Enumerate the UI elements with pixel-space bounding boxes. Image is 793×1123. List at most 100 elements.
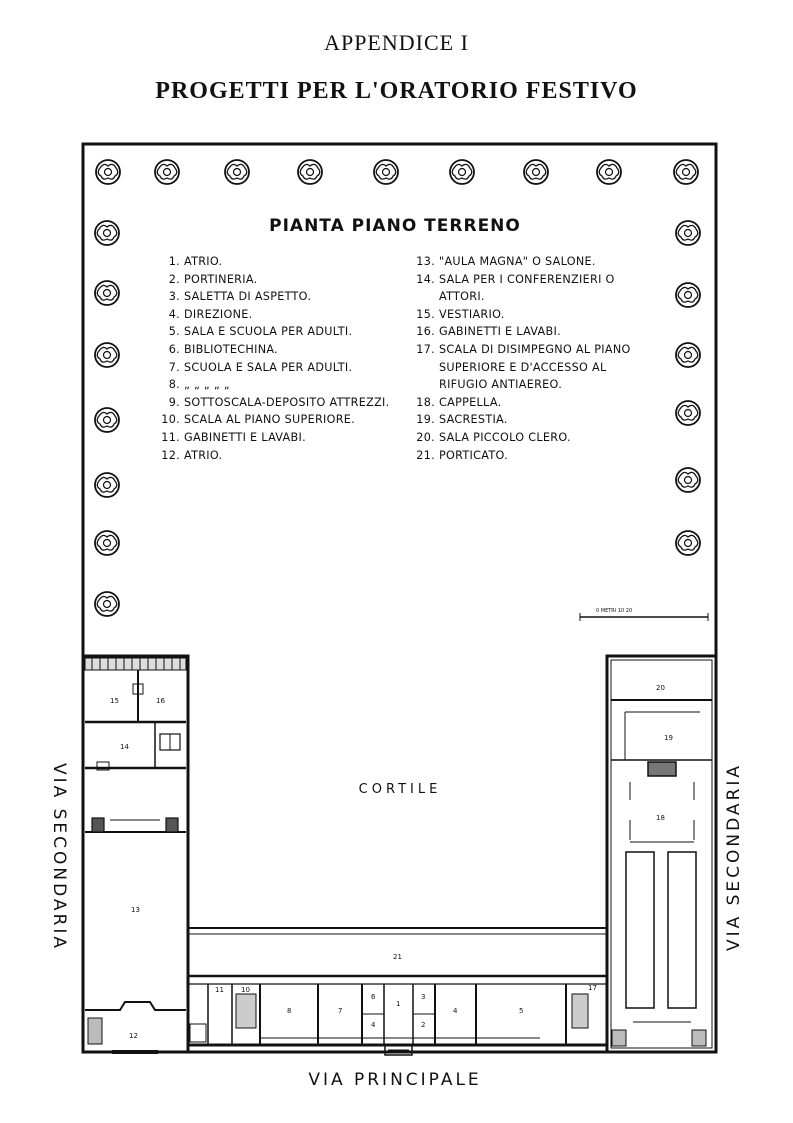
- street-left-label: VIA SECONDARIA: [49, 762, 69, 952]
- legend-item-number: 15.: [416, 307, 435, 321]
- room-number: 7: [338, 1007, 342, 1015]
- tree-icon: [94, 472, 120, 498]
- tree-icon: [94, 591, 120, 617]
- room-number: 4: [371, 1021, 376, 1029]
- tree-icon: [373, 159, 399, 185]
- portico: [188, 927, 607, 978]
- tree-icon: [94, 407, 120, 433]
- legend-item-number: 11.: [161, 430, 180, 444]
- legend-item-number: 21.: [416, 448, 435, 462]
- tree-icon: [675, 400, 701, 426]
- room-number: 20: [656, 684, 665, 692]
- legend-item-text: SOTTOSCALA-DEPOSITO ATTREZZI.: [184, 395, 390, 409]
- appendix-label: APPENDICE I: [324, 30, 469, 55]
- room-number: 11: [215, 986, 224, 994]
- legend-item: 10. SCALA AL PIANO SUPERIORE.: [160, 411, 390, 429]
- right-wing: [605, 654, 718, 1054]
- legend-item-number: 18.: [416, 395, 435, 409]
- legend-item-text: CAPPELLA.: [439, 395, 502, 409]
- room-number: 12: [129, 1032, 138, 1040]
- legend-item-text: SALA PER I CONFERENZIERI O ATTORI.: [439, 272, 615, 304]
- legend-item: 7.SCUOLA E SALA PER ADULTI.: [160, 359, 390, 377]
- legend-item-number: 3.: [168, 290, 180, 304]
- legend-item-number: 10.: [161, 413, 180, 427]
- legend-item: 18. CAPPELLA.: [415, 394, 645, 412]
- room-number: 10: [241, 986, 250, 994]
- legend-item: 2.PORTINERIA.: [160, 271, 390, 289]
- tree-icon: [449, 159, 475, 185]
- trees-right: [675, 220, 701, 556]
- legend-item-text: SCALA AL PIANO SUPERIORE.: [184, 413, 356, 427]
- page-title: PROGETTI PER L'ORATORIO FESTIVO: [155, 78, 638, 104]
- legend-item-number: 1.: [168, 255, 180, 268]
- trees-left: [94, 220, 120, 617]
- bottom-wing: [188, 983, 607, 1056]
- tree-icon: [94, 280, 120, 306]
- legend-item-number: 16.: [416, 325, 435, 339]
- legend-item-text: VESTIARIO.: [439, 307, 505, 321]
- tree-icon: [673, 159, 699, 185]
- legend-item: 13. "AULA MAGNA" O SALONE.: [415, 253, 645, 271]
- legend-item-number: 8.: [168, 378, 180, 392]
- legend-item-number: 5.: [168, 325, 180, 339]
- room-number: 3: [421, 993, 425, 1001]
- room-number: 15: [110, 697, 119, 705]
- legend-item-number: 2.: [168, 272, 180, 286]
- tree-icon: [94, 220, 120, 246]
- legend-item: 5. SALA E SCUOLA PER ADULTI.: [160, 323, 390, 341]
- legend-item: 1.ATRIO.: [160, 253, 390, 271]
- room-number: 14: [120, 743, 129, 751]
- tree-icon: [224, 159, 250, 185]
- legend-item-number: 13.: [416, 255, 435, 268]
- legend-item: 17.SCALA DI DISIMPEGNO AL PIANO SUPERIOR…: [415, 341, 645, 394]
- legend-item: 4.DIREZIONE.: [160, 306, 390, 324]
- tree-icon: [675, 530, 701, 556]
- legend-item: 11. GABINETTI E LAVABI.: [160, 429, 390, 447]
- scale-bar: 0 METRI 10 20: [579, 608, 709, 621]
- legend-right-column: 13. "AULA MAGNA" O SALONE. 14. SALA PER I C…: [415, 253, 645, 464]
- legend-item-text: „ „ „ „ „: [184, 378, 230, 392]
- legend-item: 3.SALETTA DI ASPETTO.: [160, 288, 390, 306]
- legend-item: 19.SACRESTIA.: [415, 411, 645, 429]
- tree-icon: [523, 159, 549, 185]
- room-number: 8: [287, 1007, 291, 1015]
- legend-item-text: GABINETTI E LAVABI.: [439, 325, 561, 339]
- room-number: 1: [396, 1000, 400, 1008]
- legend-item-text: BIBLIOTECHINA.: [184, 342, 278, 356]
- legend-item-text: SALA PICCOLO CLERO.: [439, 430, 571, 444]
- legend-item-number: 6.: [168, 342, 180, 356]
- legend-item-text: SCUOLA E SALA PER ADULTI.: [184, 360, 353, 374]
- legend-item: 8. „ „ „ „ „: [160, 376, 390, 394]
- room-number: 13: [131, 906, 140, 914]
- legend-item-number: 4.: [168, 307, 180, 321]
- room-number: 21: [393, 953, 402, 961]
- tree-icon: [297, 159, 323, 185]
- tree-icon: [154, 159, 180, 185]
- tree-icon: [94, 530, 120, 556]
- legend-item-text: GABINETTI E LAVABI.: [184, 430, 306, 444]
- room-number: 17: [588, 984, 597, 992]
- site-boundary: [81, 142, 718, 1054]
- legend-item-number: 19.: [416, 413, 435, 427]
- legend-item: 16. GABINETTI E LAVABI.: [415, 323, 645, 341]
- legend-item: 9.SOTTOSCALA-DEPOSITO ATTREZZI.: [160, 394, 390, 412]
- legend-item-text: ATRIO.: [184, 448, 223, 462]
- legend-item-number: 14.: [416, 272, 435, 286]
- tree-icon: [675, 342, 701, 368]
- legend-item-text: PORTICATO.: [439, 448, 508, 462]
- trees-top: [95, 159, 699, 185]
- tree-icon: [675, 467, 701, 493]
- room-number: 4: [453, 1007, 458, 1015]
- tree-icon: [596, 159, 622, 185]
- street-main-label: VIA PRINCIPALE: [308, 1070, 482, 1090]
- tree-icon: [95, 159, 121, 185]
- legend-left-column: 1.ATRIO.2.PORTINERIA.3.SALETTA DI ASPETT…: [160, 253, 390, 464]
- legend-item: 20.SALA PICCOLO CLERO.: [415, 429, 645, 447]
- left-wing: [81, 654, 190, 1054]
- legend-item-text: "AULA MAGNA" O SALONE.: [439, 255, 596, 268]
- legend-item-text: SALA E SCUOLA PER ADULTI.: [184, 325, 353, 339]
- legend-item: 6. BIBLIOTECHINA.: [160, 341, 390, 359]
- room-number: 19: [664, 734, 673, 742]
- legend-item: 12.ATRIO.: [160, 447, 390, 465]
